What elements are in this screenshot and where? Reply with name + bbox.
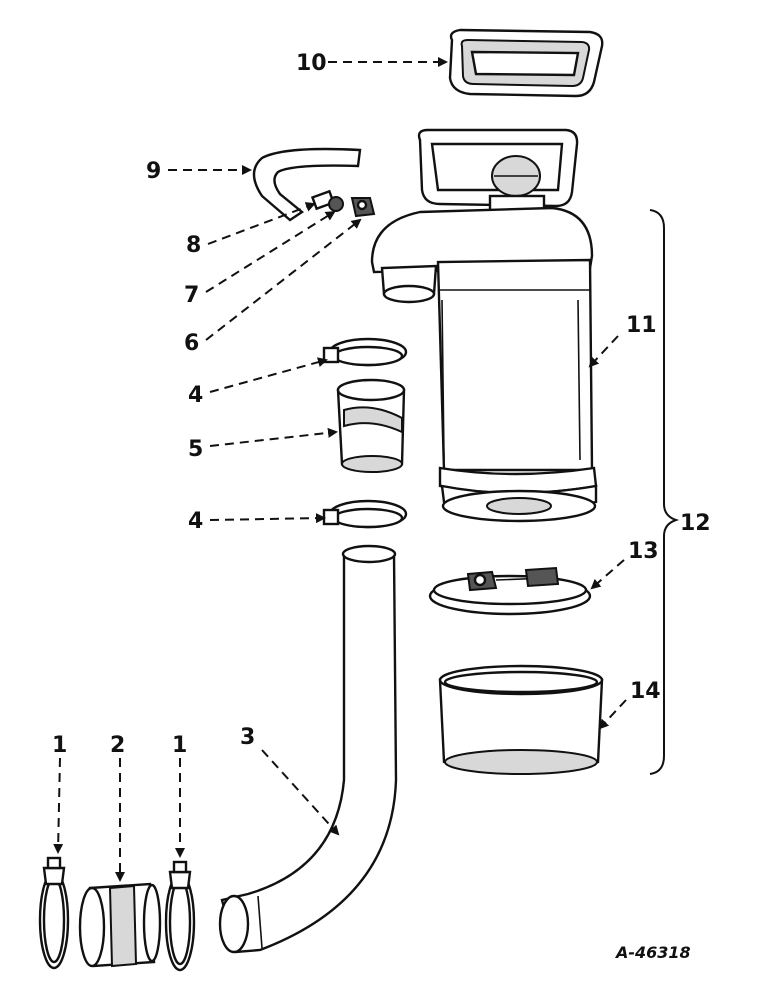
callout-12: 12: [680, 511, 711, 536]
leader-5: [209, 427, 338, 447]
callout-7: 7: [184, 283, 199, 308]
callout-3: 3: [240, 725, 255, 750]
leader-14: [598, 699, 627, 730]
leader-13: [590, 559, 625, 590]
leader-6: [205, 218, 362, 341]
callout-2: 2: [110, 733, 125, 758]
assembly-bracket-12: [649, 209, 680, 775]
callout-4-upper: 4: [188, 383, 203, 408]
cup-clamp-band-part: [428, 566, 592, 616]
fitting-parts: [310, 189, 376, 218]
oil-cup-part: [438, 664, 604, 775]
callout-1-right: 1: [172, 733, 187, 758]
leader-8: [207, 202, 316, 245]
vacuator-hose-part: [252, 147, 362, 222]
leader-4b: [209, 513, 326, 524]
leader-7: [205, 210, 336, 293]
hose-clamp-lower-part: [322, 499, 408, 529]
leader-11: [588, 335, 619, 368]
leader-3: [261, 749, 340, 836]
air-cleaner-body-part: [370, 128, 598, 523]
callout-13: 13: [628, 539, 659, 564]
callout-8: 8: [186, 233, 201, 258]
gasket-part: [448, 28, 604, 98]
leader-1a: [53, 757, 64, 854]
callout-4-lower: 4: [188, 509, 203, 534]
callout-6: 6: [184, 331, 199, 356]
hose-clamp-upper-part: [322, 337, 408, 367]
figure-id: A-46318: [614, 943, 691, 962]
callout-9: 9: [146, 159, 161, 184]
intake-pipe-part: [218, 544, 398, 954]
callout-10: 10: [296, 51, 327, 76]
hose-clamp-right-part: [164, 860, 196, 972]
callout-1-left: 1: [52, 733, 67, 758]
leader-lines: [53, 57, 627, 882]
callout-labels: 10 9 8 7 6 4 5 4 11 12 13 14 1 2 1 3: [52, 51, 711, 758]
leader-4a: [209, 357, 328, 393]
callout-14: 14: [630, 679, 661, 704]
rubber-connector-part: [336, 378, 406, 473]
hose-sleeve-part: [78, 882, 162, 968]
hose-clamp-left-part: [38, 856, 70, 970]
callout-5: 5: [188, 437, 203, 462]
callout-11: 11: [626, 313, 657, 338]
